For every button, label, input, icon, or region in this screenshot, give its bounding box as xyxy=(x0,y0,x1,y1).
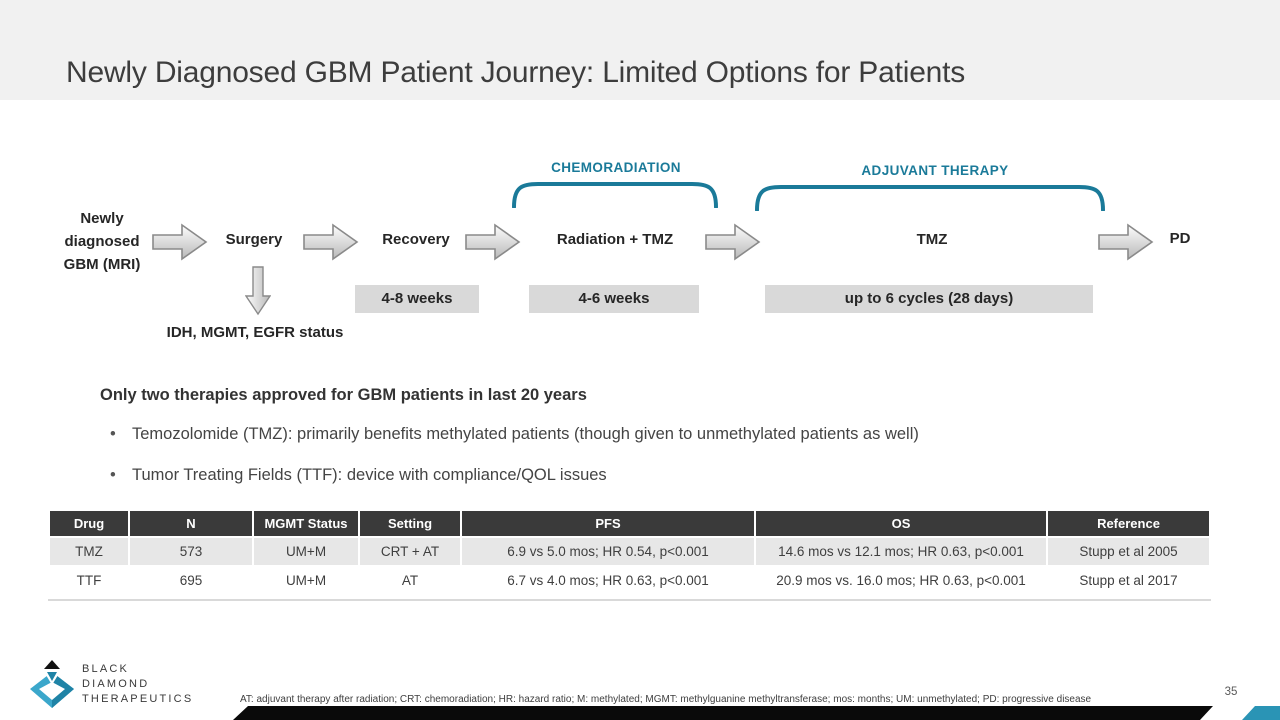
col-header-mgmt-status: MGMT Status xyxy=(254,511,358,536)
duration-box-adjuvant: up to 6 cycles (28 days) xyxy=(765,285,1093,313)
right-arrow-icon xyxy=(152,223,208,261)
bullet-item: • Tumor Treating Fields (TTF): device wi… xyxy=(110,466,1170,485)
col-header-drug: Drug xyxy=(50,511,128,536)
logo-wordmark: BLACK DIAMOND THERAPEUTICS xyxy=(82,662,193,707)
key-points-heading: Only two therapies approved for GBM pati… xyxy=(100,386,587,404)
header-band xyxy=(0,0,1280,100)
cell-setting: AT xyxy=(360,567,460,594)
node-tmz: TMZ xyxy=(916,231,948,248)
node-radiation-tmz: Radiation + TMZ xyxy=(556,231,674,248)
down-arrow-icon xyxy=(245,266,271,316)
node-surgery: Surgery xyxy=(225,231,283,248)
col-header-pfs: PFS xyxy=(462,511,754,536)
logo-line: BLACK xyxy=(82,663,130,675)
cell-mgmt: UM+M xyxy=(254,538,358,565)
bullet-item: • Temozolomide (TMZ): primarily benefits… xyxy=(110,425,1170,444)
footer-bar xyxy=(233,706,1213,720)
bullet-text: Tumor Treating Fields (TTF): device with… xyxy=(132,466,607,484)
cell-pfs: 6.7 vs 4.0 mos; HR 0.63, p<0.001 xyxy=(462,567,754,594)
surgery-branch-label: IDH, MGMT, EGFR status xyxy=(166,324,344,341)
table-header-row: Drug N MGMT Status Setting PFS OS Refere… xyxy=(50,511,1209,536)
phase-label-chemoradiation: CHEMORADIATION xyxy=(551,160,681,175)
right-arrow-icon xyxy=(705,223,761,261)
adjuvant-therapy-bracket xyxy=(755,185,1105,211)
node-recovery: Recovery xyxy=(382,231,450,248)
right-arrow-icon xyxy=(1098,223,1154,261)
table-row: TTF 695 UM+M AT 6.7 vs 4.0 mos; HR 0.63,… xyxy=(50,567,1209,594)
table-row: TMZ 573 UM+M CRT + AT 6.9 vs 5.0 mos; HR… xyxy=(50,538,1209,565)
cell-drug: TTF xyxy=(50,567,128,594)
abbreviations-footnote: AT: adjuvant therapy after radiation; CR… xyxy=(240,694,1092,705)
footer-accent-bar xyxy=(1242,706,1280,720)
node-pd: PD xyxy=(1169,230,1191,247)
page-number: 35 xyxy=(1224,686,1238,698)
duration-box-chemoradiation: 4-6 weeks xyxy=(529,285,699,313)
phase-label-adjuvant-therapy: ADJUVANT THERAPY xyxy=(861,163,1009,178)
bullet-marker: • xyxy=(110,425,116,443)
page-title: Newly Diagnosed GBM Patient Journey: Lim… xyxy=(66,56,966,89)
col-header-reference: Reference xyxy=(1048,511,1209,536)
cell-os: 14.6 mos vs 12.1 mos; HR 0.63, p<0.001 xyxy=(756,538,1046,565)
cell-os: 20.9 mos vs. 16.0 mos; HR 0.63, p<0.001 xyxy=(756,567,1046,594)
cell-reference: Stupp et al 2005 xyxy=(1048,538,1209,565)
cell-n: 573 xyxy=(130,538,252,565)
black-diamond-logo: BLACK DIAMOND THERAPEUTICS xyxy=(30,658,230,710)
node-newly-diagnosed: Newly diagnosed GBM (MRI) xyxy=(63,210,141,273)
col-header-n: N xyxy=(130,511,252,536)
logo-line: THERAPEUTICS xyxy=(82,693,194,705)
bullet-text: Temozolomide (TMZ): primarily benefits m… xyxy=(132,425,919,443)
logo-line: DIAMOND xyxy=(82,678,150,690)
right-arrow-icon xyxy=(465,223,521,261)
right-arrow-icon xyxy=(303,223,359,261)
cell-setting: CRT + AT xyxy=(360,538,460,565)
col-header-setting: Setting xyxy=(360,511,460,536)
trial-results-table: Drug N MGMT Status Setting PFS OS Refere… xyxy=(48,509,1211,596)
cell-mgmt: UM+M xyxy=(254,567,358,594)
bullet-marker: • xyxy=(110,466,116,484)
chemoradiation-bracket xyxy=(512,182,718,208)
black-diamond-logo-icon xyxy=(30,660,74,708)
cell-n: 695 xyxy=(130,567,252,594)
col-header-os: OS xyxy=(756,511,1046,536)
cell-reference: Stupp et al 2017 xyxy=(1048,567,1209,594)
cell-drug: TMZ xyxy=(50,538,128,565)
duration-box-recovery: 4-8 weeks xyxy=(355,285,479,313)
cell-pfs: 6.9 vs 5.0 mos; HR 0.54, p<0.001 xyxy=(462,538,754,565)
table-divider xyxy=(48,599,1211,601)
